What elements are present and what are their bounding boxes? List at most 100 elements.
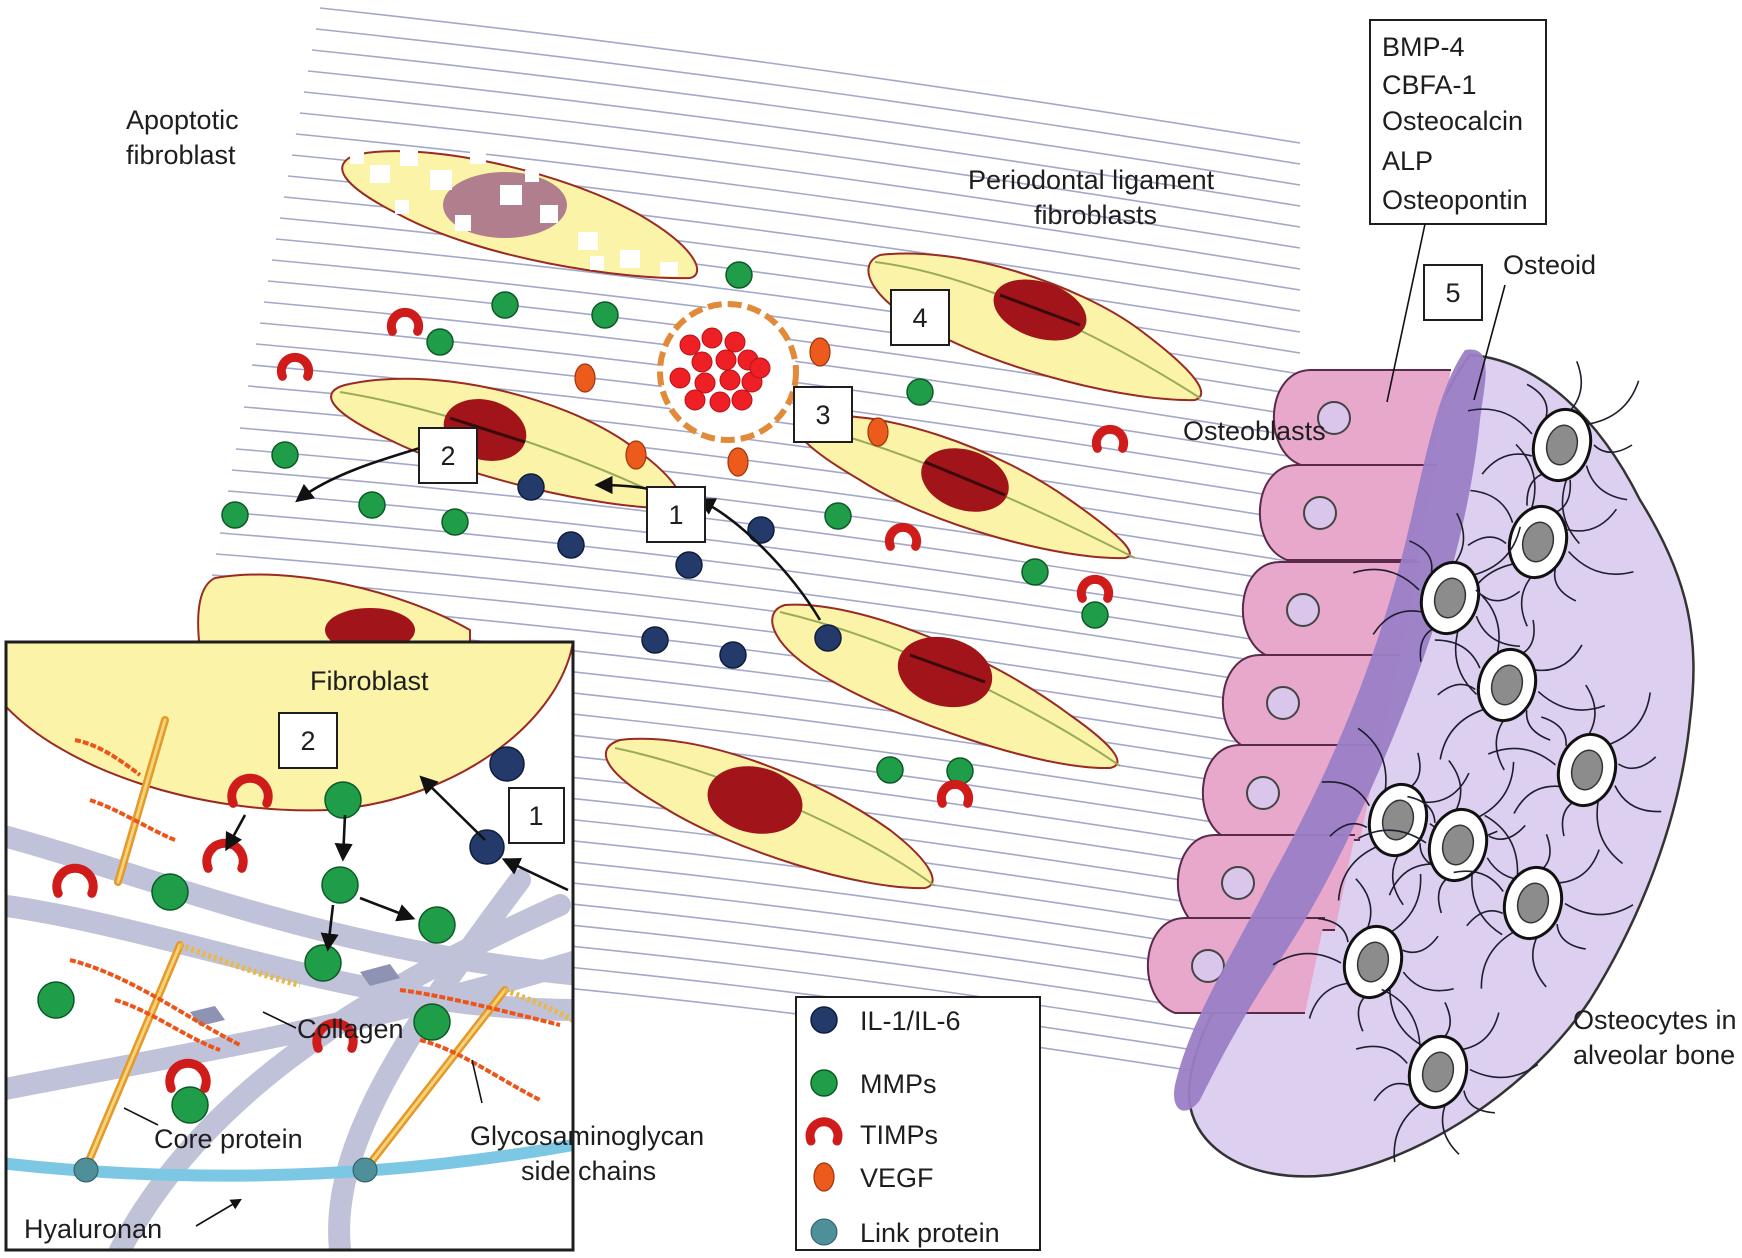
timp-molecule (936, 779, 974, 808)
label-osteoblasts: Osteoblasts (1183, 416, 1326, 446)
timp-molecule (227, 773, 273, 808)
inset-molecules (37, 746, 525, 1124)
inset-label-hyaluronan: Hyaluronan (24, 1214, 162, 1244)
svg-text:5: 5 (1445, 278, 1460, 308)
svg-text:2: 2 (300, 726, 315, 756)
il-molecule (675, 551, 703, 579)
marker-osteocalcin: Osteocalcin (1382, 106, 1523, 136)
gag-side-chains (69, 738, 561, 1102)
il-molecule (814, 624, 842, 652)
label-apoptotic-line2: fibroblast (126, 140, 236, 170)
il-molecule (747, 516, 775, 544)
inset-step-box-2: 2 (278, 712, 338, 769)
mmp-molecule (491, 291, 519, 319)
bone-marker-box: BMP-4 CBFA-1 Osteocalcin ALP Osteopontin (1369, 19, 1547, 225)
inset-label-core-protein: Core protein (154, 1124, 303, 1154)
mmp-molecule (418, 906, 456, 944)
legend-vegf-icon (813, 1162, 835, 1192)
label-apoptotic-line1: Apoptotic (126, 105, 239, 135)
il-molecule (719, 641, 747, 669)
fibroblast-cell (771, 603, 1121, 770)
fibroblast-cell (330, 377, 683, 510)
timp-molecule (202, 838, 248, 873)
mmp-molecule (426, 328, 454, 356)
legend-mmp-icon (810, 1069, 838, 1097)
mmp-molecule (271, 441, 299, 469)
svg-text:3: 3 (815, 400, 830, 430)
timp-molecule (52, 863, 98, 898)
timp-molecule (884, 522, 922, 551)
vegf-molecule (625, 440, 647, 470)
legend-label: MMPs (860, 1069, 937, 1099)
vegf-molecule (867, 417, 889, 447)
step-box-5: 5 (1423, 264, 1483, 321)
mmp-molecule (151, 873, 189, 911)
svg-text:1: 1 (528, 801, 543, 831)
il-molecule (557, 531, 585, 559)
inset-label-gag-line1: Glycosaminoglycan (470, 1121, 704, 1151)
step-box-1: 1 (646, 486, 706, 543)
fibroblast-cell (867, 252, 1203, 402)
step-box-4: 4 (890, 289, 950, 346)
blood-vessel (657, 301, 799, 443)
apoptotic-fibroblast-cell (341, 150, 699, 280)
osteoblast-cell (1241, 561, 1420, 658)
svg-text:1: 1 (668, 500, 683, 530)
mmp-molecule (1081, 601, 1109, 629)
marker-alp: ALP (1382, 146, 1433, 176)
il-molecule (517, 473, 545, 501)
inset-step-box-1: 1 (508, 787, 565, 844)
inset-arrows (225, 775, 569, 952)
marker-bmp4: BMP-4 (1382, 32, 1465, 62)
vegf-molecule (727, 447, 749, 477)
osteoid-pointer (1473, 284, 1506, 401)
label-pdl-line2: fibroblasts (1034, 200, 1157, 230)
legend-il-icon (810, 1006, 838, 1034)
legend-label: Link protein (860, 1218, 1000, 1248)
inset-label-gag-line2: side chains (521, 1156, 656, 1186)
mmp-molecule (358, 491, 386, 519)
il-molecule (641, 626, 669, 654)
svg-text:2: 2 (440, 441, 455, 471)
mmp-molecule (37, 981, 75, 1019)
legend-label: VEGF (860, 1163, 934, 1193)
step-box-2: 2 (418, 427, 478, 484)
legend-link-icon (810, 1218, 838, 1246)
il-molecule (469, 829, 505, 865)
vegf-molecule (574, 363, 596, 393)
mmp-molecule (321, 866, 359, 904)
inset-label-collagen: Collagen (297, 1014, 404, 1044)
osteoid-layer (1174, 349, 1486, 1111)
label-osteoid: Osteoid (1503, 250, 1596, 280)
timp-molecule (1091, 424, 1129, 453)
fibroblast-cell (604, 737, 936, 890)
timp-molecule (165, 1058, 211, 1093)
mmp-molecule (1021, 558, 1049, 586)
label-osteocytes-line1: Osteocytes in (1573, 1005, 1737, 1035)
timp-molecule (312, 1018, 358, 1053)
osteoblast-cell (1258, 464, 1437, 561)
fibroblast-cell (197, 573, 471, 652)
inset-panel: Fibroblast Collagen Core protein Glycosa… (4, 640, 704, 1252)
label-pdl-line1: Periodontal ligament (968, 165, 1215, 195)
inset-collagen-fibers (6, 825, 573, 1250)
marker-osteopontin: Osteopontin (1382, 185, 1528, 215)
mmp-molecule (906, 378, 934, 406)
mmp-molecule (946, 757, 974, 785)
step-box-3: 3 (793, 386, 853, 443)
hyaluronan-strand (6, 1139, 573, 1182)
legend-label: IL-1/IL-6 (860, 1006, 961, 1036)
marker-pointer (1386, 223, 1426, 403)
legend-timp-icon (805, 1117, 843, 1146)
svg-text:4: 4 (912, 303, 927, 333)
vegf-molecule (809, 337, 831, 367)
mmp-molecule (725, 261, 753, 289)
osteoblast-cell (1272, 369, 1451, 466)
mmp-molecule (324, 781, 362, 819)
timp-molecule (276, 352, 314, 381)
mmp-molecule (221, 501, 249, 529)
red-blood-cells (669, 327, 771, 413)
inset-label-fibroblast: Fibroblast (310, 666, 429, 696)
